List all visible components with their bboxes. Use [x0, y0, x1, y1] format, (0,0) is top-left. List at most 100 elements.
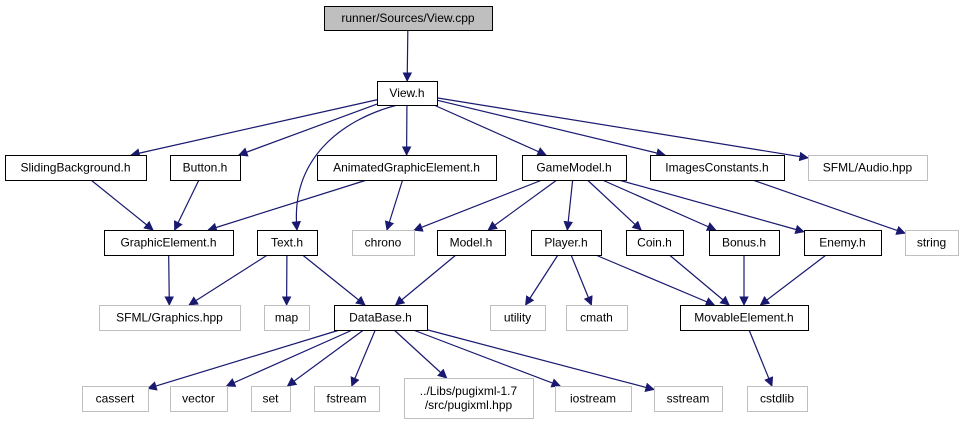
node-button_h[interactable]: Button.h	[170, 155, 241, 181]
node-box	[404, 378, 534, 419]
node-box	[5, 155, 147, 181]
node-box	[82, 386, 149, 412]
node-animated_ge[interactable]: AnimatedGraphicElement.h	[317, 155, 497, 181]
node-box	[99, 305, 241, 331]
node-game_model[interactable]: GameModel.h	[522, 155, 627, 181]
node-label: ../Libs/pugixml-1.7	[420, 384, 518, 398]
edge-player_h-to-utility	[525, 254, 559, 306]
node-vector[interactable]: vector	[170, 386, 228, 412]
node-box	[650, 155, 785, 181]
node-label: vector	[182, 392, 215, 406]
node-label: Coin.h	[637, 236, 672, 250]
edge-coin_h-to-movable_el	[669, 254, 730, 306]
edge-database_h-to-set	[286, 329, 364, 387]
edge-database_h-to-pugixml	[393, 329, 448, 379]
edge-model_h-to-database_h	[394, 254, 457, 306]
node-cmath[interactable]: cmath	[566, 305, 628, 331]
node-player_h[interactable]: Player.h	[531, 230, 602, 256]
node-model_h[interactable]: Model.h	[437, 230, 506, 256]
node-map[interactable]: map	[264, 305, 310, 331]
node-images_const[interactable]: ImagesConstants.h	[650, 155, 785, 181]
edge-animated_ge-to-graphic_el	[207, 179, 368, 232]
edges-layer	[90, 29, 906, 392]
node-label: chrono	[365, 236, 402, 250]
node-label: fstream	[326, 392, 366, 406]
node-box	[437, 230, 506, 256]
node-box	[747, 386, 808, 412]
node-sliding_bg[interactable]: SlidingBackground.h	[5, 155, 147, 181]
node-enemy_h[interactable]: Enemy.h	[804, 230, 882, 256]
node-box	[314, 386, 380, 412]
node-label: string	[917, 236, 946, 250]
node-coin_h[interactable]: Coin.h	[626, 230, 684, 256]
node-label: sstream	[667, 392, 710, 406]
node-label: Button.h	[183, 161, 228, 175]
edge-player_h-to-cmath	[570, 254, 593, 306]
node-label: SlidingBackground.h	[20, 161, 130, 175]
edge-movable_el-to-cstdlib	[748, 329, 774, 387]
edge-game_model-to-enemy_h	[618, 179, 805, 235]
node-box	[490, 305, 546, 331]
node-label: GraphicElement.h	[120, 236, 216, 250]
edge-game_model-to-bonus_h	[602, 179, 717, 231]
node-label: Model.h	[450, 236, 493, 250]
node-box	[257, 230, 318, 256]
edge-view_h-to-images_const	[436, 99, 666, 158]
edge-view_h-to-game_model	[433, 104, 547, 156]
node-cassert[interactable]: cassert	[82, 386, 149, 412]
node-sstream[interactable]: sstream	[654, 386, 723, 412]
node-label: AnimatedGraphicElement.h	[333, 161, 480, 175]
nodes-layer: runner/Sources/View.cppView.hSlidingBack…	[5, 6, 959, 419]
node-graphic_el[interactable]: GraphicElement.h	[104, 230, 234, 256]
node-label: cassert	[96, 392, 135, 406]
node-view_cpp[interactable]: runner/Sources/View.cpp	[324, 6, 493, 31]
node-label: iostream	[570, 392, 616, 406]
node-box	[170, 386, 228, 412]
edge-text_h-to-database_h	[302, 254, 366, 306]
node-label: /src/pugixml.hpp	[425, 398, 513, 412]
node-text_h[interactable]: Text.h	[257, 230, 318, 256]
node-box	[626, 230, 684, 256]
edge-sliding_bg-to-graphic_el	[90, 179, 154, 231]
node-box	[170, 155, 241, 181]
edge-game_model-to-player_h	[563, 179, 574, 231]
node-cstdlib[interactable]: cstdlib	[747, 386, 808, 412]
node-label: DataBase.h	[349, 311, 412, 325]
node-label: MovableElement.h	[694, 311, 793, 325]
edge-game_model-to-model_h	[487, 179, 558, 231]
edge-view_cpp-to-view_h	[402, 29, 413, 82]
node-sfml_audio[interactable]: SFML/Audio.hpp	[808, 155, 928, 181]
node-view_h[interactable]: View.h	[377, 81, 438, 106]
edge-database_h-to-iostream	[413, 329, 562, 388]
node-label: cstdlib	[760, 392, 794, 406]
node-movable_el[interactable]: MovableElement.h	[680, 305, 809, 331]
node-label: SFML/Graphics.hpp	[116, 311, 223, 325]
node-chrono[interactable]: chrono	[352, 230, 415, 256]
edge-view_h-to-button_h	[237, 103, 378, 157]
node-utility[interactable]: utility	[490, 305, 546, 331]
node-pugixml[interactable]: ../Libs/pugixml-1.7/src/pugixml.hpp	[404, 378, 534, 419]
edge-text_h-to-sfml_graphics	[188, 254, 268, 306]
node-box	[251, 386, 291, 412]
node-label: Text.h	[271, 236, 303, 250]
node-label: View.h	[389, 86, 424, 100]
edge-database_h-to-sstream	[426, 329, 655, 392]
node-label: utility	[504, 311, 531, 325]
node-database_h[interactable]: DataBase.h	[334, 305, 428, 331]
node-iostream[interactable]: iostream	[555, 386, 632, 412]
edge-database_h-to-vector	[225, 329, 353, 387]
node-fstream[interactable]: fstream	[314, 386, 380, 412]
edge-view_h-to-text_h	[291, 104, 398, 231]
node-bonus_h[interactable]: Bonus.h	[709, 230, 780, 256]
node-set[interactable]: set	[251, 386, 291, 412]
edge-button_h-to-graphic_el	[174, 179, 200, 231]
node-sfml_graphics[interactable]: SFML/Graphics.hpp	[99, 305, 241, 331]
node-label: GameModel.h	[536, 161, 611, 175]
node-box	[324, 6, 493, 31]
node-box	[566, 305, 628, 331]
edge-game_model-to-chrono	[413, 179, 543, 232]
node-label: runner/Sources/View.cpp	[341, 11, 475, 25]
node-box	[531, 230, 602, 256]
node-string[interactable]: string	[905, 230, 959, 256]
